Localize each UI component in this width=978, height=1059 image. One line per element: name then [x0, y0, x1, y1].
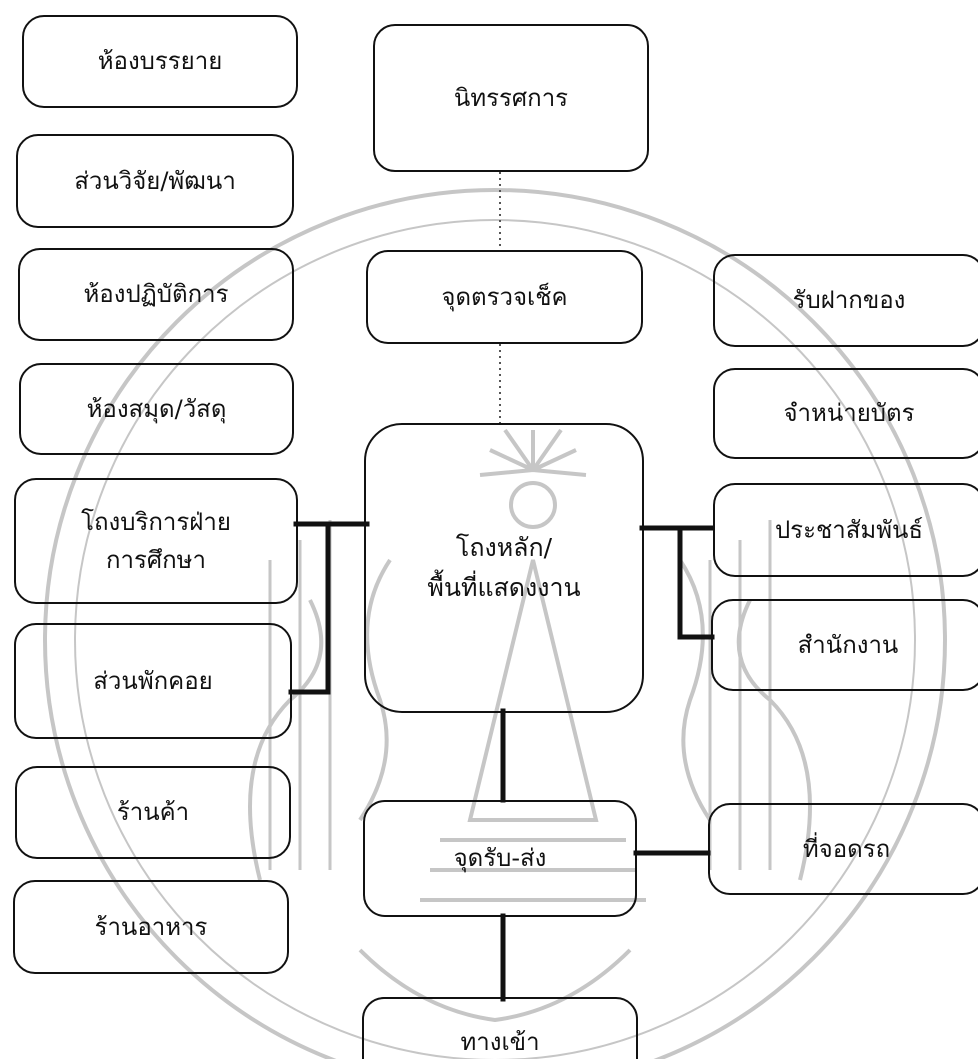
node-education-service-hall[interactable]: โถงบริการฝ่าย การศึกษา: [14, 478, 298, 604]
node-parking[interactable]: ที่จอดรถ: [708, 803, 978, 895]
node-main-hall[interactable]: โถงหลัก/ พื้นที่แสดงงาน: [364, 423, 644, 713]
node-office[interactable]: สำนักงาน: [711, 599, 978, 691]
node-ticket-sales[interactable]: จำหน่ายบัตร: [713, 368, 978, 459]
node-research-development[interactable]: ส่วนวิจัย/พัฒนา: [16, 134, 294, 228]
node-exhibition[interactable]: นิทรรศการ: [373, 24, 649, 172]
node-laboratory[interactable]: ห้องปฏิบัติการ: [18, 248, 294, 341]
node-baggage-deposit[interactable]: รับฝากของ: [713, 254, 978, 347]
node-library[interactable]: ห้องสมุด/วัสดุ: [19, 363, 294, 455]
node-entrance[interactable]: ทางเข้า: [362, 997, 638, 1059]
node-restaurant[interactable]: ร้านอาหาร: [13, 880, 289, 974]
node-lecture-room[interactable]: ห้องบรรยาย: [22, 15, 298, 108]
node-shop[interactable]: ร้านค้า: [15, 766, 291, 859]
node-rest-area[interactable]: ส่วนพักคอย: [14, 623, 292, 739]
node-drop-off-point[interactable]: จุดรับ-ส่ง: [363, 800, 637, 917]
node-checkpoint[interactable]: จุดตรวจเช็ค: [366, 250, 643, 344]
node-public-relations[interactable]: ประชาสัมพันธ์: [713, 483, 978, 577]
